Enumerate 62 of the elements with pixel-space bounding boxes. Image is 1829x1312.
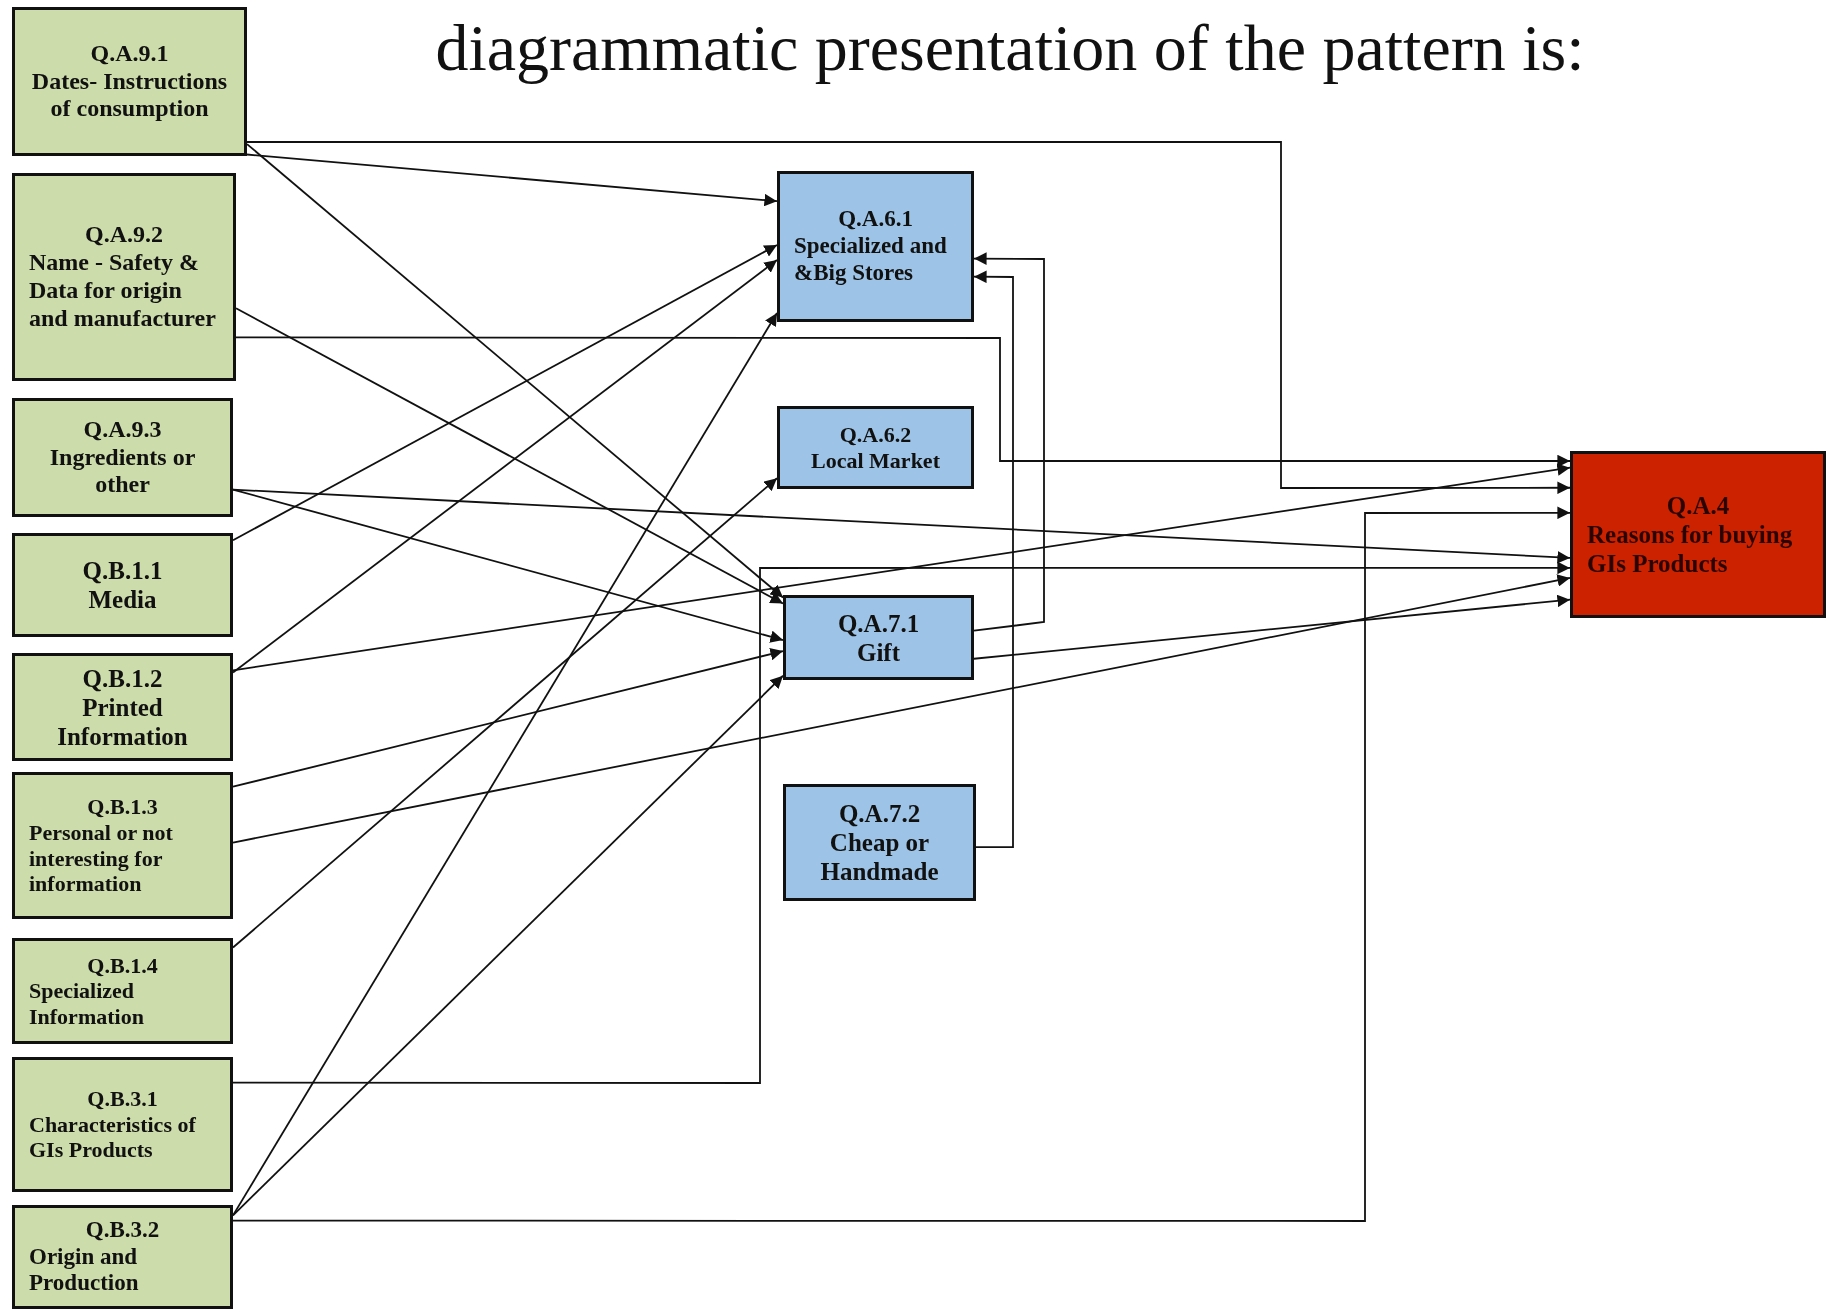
question-code: Q.B.3.1 — [86, 1086, 159, 1112]
question-code: Q.A.9.3 — [82, 415, 163, 444]
arrow — [232, 506, 1571, 1222]
arrow — [973, 252, 1045, 632]
question-box — [12, 772, 233, 919]
arrow — [246, 141, 1571, 495]
question-box — [12, 533, 233, 637]
arrow — [232, 259, 778, 674]
question-code: Q.B.1.3 — [86, 794, 159, 820]
channel-box — [777, 171, 974, 322]
question-text: Specialized and &Big Stores — [794, 233, 948, 287]
question-code: Q.A.6.2 — [838, 422, 913, 448]
question-box — [12, 1057, 233, 1192]
arrow — [973, 270, 1014, 849]
arrow — [232, 574, 1571, 844]
question-box — [12, 653, 233, 761]
arrow — [232, 674, 784, 1217]
question-text: Reasons for buying GIs Products — [1587, 520, 1794, 578]
question-box — [12, 938, 233, 1044]
arrow — [235, 336, 1571, 468]
arrow — [246, 143, 784, 599]
question-box — [12, 173, 236, 381]
question-text: Personal or not interesting for information — [29, 820, 174, 897]
arrow — [232, 488, 1571, 564]
arrow — [232, 561, 1571, 1084]
arrow — [232, 477, 778, 949]
question-text: Dates- Instructions of consumption — [30, 67, 229, 124]
diagram-title: diagrammatic presentation of the pattern is: — [434, 10, 1586, 86]
question-text: Printed Information — [56, 692, 189, 751]
question-code: Q.A.4 — [1665, 491, 1731, 520]
channel-box — [783, 595, 974, 680]
question-text: Local Market — [810, 447, 941, 473]
outcome-box — [1570, 451, 1826, 618]
question-text: Cheap or Handmade — [819, 828, 940, 886]
channel-box — [783, 784, 976, 901]
question-code: Q.B.1.2 — [81, 663, 164, 693]
question-box — [12, 398, 233, 517]
question-text: Gift — [855, 637, 901, 667]
arrow — [232, 648, 784, 788]
question-code: Q.A.7.1 — [836, 608, 921, 638]
arrow — [232, 312, 778, 1217]
question-code: Q.A.9.1 — [89, 39, 170, 68]
question-code: Q.B.1.1 — [81, 556, 164, 585]
question-box — [12, 7, 247, 156]
question-text: Name - Safety & Data for origin and manufacturer — [29, 249, 217, 333]
question-code: Q.A.6.1 — [837, 206, 914, 234]
arrow — [973, 594, 1571, 660]
question-code: Q.A.7.2 — [837, 799, 922, 828]
question-text: Characteristics of GIs Products — [29, 1111, 197, 1163]
question-text: Origin and Production — [29, 1243, 140, 1297]
arrow — [232, 244, 778, 542]
arrow — [235, 307, 784, 605]
question-text: Specialized Information — [29, 978, 145, 1030]
arrow — [246, 153, 778, 207]
question-text: Ingredients or other — [48, 443, 197, 500]
question-box — [12, 1205, 233, 1309]
channel-box — [777, 406, 974, 489]
question-text: Media — [87, 585, 158, 614]
question-code: Q.B.1.4 — [86, 952, 159, 979]
question-code: Q.A.9.2 — [84, 221, 164, 250]
question-code: Q.B.3.2 — [84, 1217, 161, 1244]
arrow — [232, 463, 1571, 672]
